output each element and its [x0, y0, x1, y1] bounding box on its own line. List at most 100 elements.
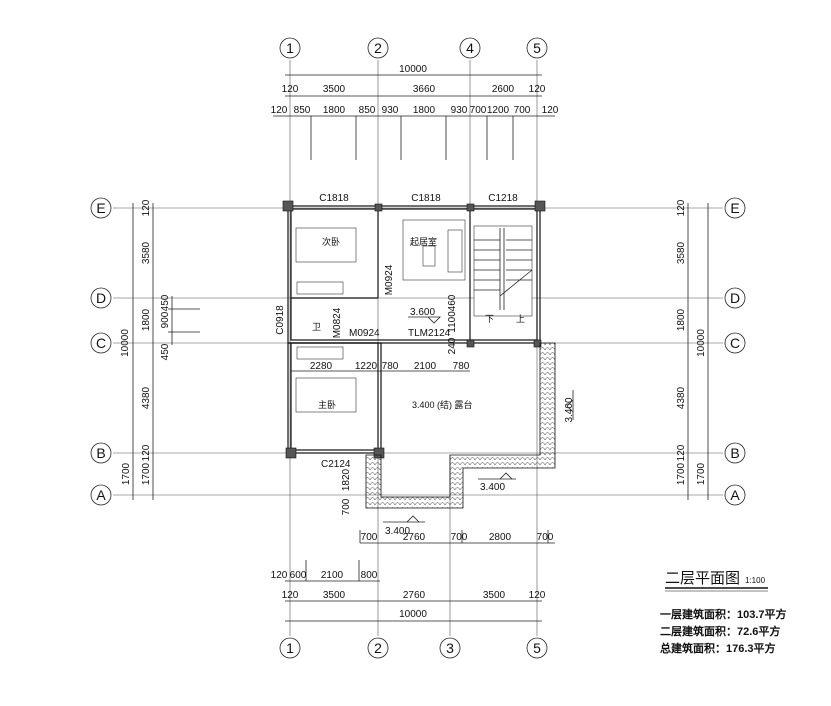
wardrobe-icon [296, 281, 344, 295]
window-label: C1818 [411, 193, 441, 204]
door-label: M0824 [332, 307, 343, 338]
dim-text: 10000 [399, 64, 427, 75]
door-label: TLM2124 [408, 328, 451, 339]
axis-bubbles-left: E D C B A [90, 197, 112, 506]
grid-lines [113, 60, 723, 636]
axis-label: B [96, 445, 105, 461]
dim-text: 700 [451, 532, 468, 543]
dim-text: 780 [382, 361, 399, 372]
dim-text: 450 [160, 294, 171, 311]
terrace-railing [365, 342, 556, 509]
stair-up-label: 上 [516, 314, 525, 324]
dim-text: 800 [361, 570, 378, 581]
axis-label: D [96, 290, 106, 306]
dim-text: 3500 [483, 590, 506, 601]
axis-label: 3 [446, 640, 454, 656]
dim-text: 2760 [403, 590, 426, 601]
axis-label: 1 [286, 40, 294, 56]
axis-bubbles-right: E D C B A [724, 197, 746, 506]
dim-text: 2280 [310, 361, 333, 372]
level-text: 3.400 [564, 397, 575, 422]
axis-label: 5 [533, 40, 541, 56]
dim-text: 1100 [447, 311, 458, 333]
left-dimensions: 10000 1700 120 3580 1800 4380 120 1700 4… [120, 199, 200, 500]
dim-text: 700 [470, 105, 487, 116]
dim-text: 700 [514, 105, 531, 116]
dim-text: 4380 [676, 386, 687, 409]
axis-label: E [730, 200, 739, 216]
dim-text: 3580 [141, 241, 152, 264]
opening-labels: C1818 C1818 C1218 C0918 M0924 M0824 M092… [275, 193, 518, 470]
window-label: C2124 [321, 459, 351, 470]
dim-text: 450 [160, 343, 171, 360]
dim-text: 120 [282, 590, 299, 601]
bottom-dimensions: 700 2760 700 2800 700 120 600 2100 800 1… [271, 530, 555, 622]
dim-text: 1800 [676, 308, 687, 331]
axis-label: D [730, 290, 740, 306]
dim-text: 120 [271, 105, 288, 116]
level-text: 3.400 [385, 526, 410, 537]
area-line: 总建筑面积：176.3平方 [660, 641, 776, 655]
dim-text: 1800 [141, 308, 152, 331]
room-label-bedroom2: 次卧 [322, 236, 340, 247]
axis-label: A [730, 487, 740, 503]
dim-text: 120 [271, 570, 288, 581]
dim-text: 700 [361, 532, 378, 543]
window-label: C0918 [275, 305, 286, 335]
level-text: 3.400 [480, 482, 505, 493]
area-line: 二层建筑面积：72.6平方 [660, 624, 780, 638]
axis-label: C [96, 335, 106, 351]
table-icon [422, 245, 436, 267]
dim-text: 240 [447, 337, 458, 354]
level-text: 3.600 [410, 307, 435, 318]
building-walls [282, 200, 546, 459]
dim-text: 1700 [676, 462, 687, 485]
dim-text: 120 [529, 84, 546, 95]
dim-text: 120 [676, 199, 687, 216]
dim-text: 3500 [323, 590, 346, 601]
dim-text: 120 [141, 444, 152, 461]
dim-text: 10000 [399, 609, 427, 620]
dim-text: 120 [529, 590, 546, 601]
axis-label: B [730, 445, 739, 461]
room-label-living: 起居室 [410, 236, 437, 247]
axis-label: 4 [466, 40, 474, 56]
axis-label: C [730, 335, 740, 351]
dim-text: 3500 [323, 84, 346, 95]
dim-text: 1700 [121, 462, 132, 485]
dim-text: 2100 [321, 570, 344, 581]
room-label-master: 主卧 [318, 399, 336, 410]
dim-text: 700 [537, 532, 554, 543]
interior-dimensions: 2280 1220 780 2100 780 460 1100 240 1820… [291, 294, 470, 515]
dim-text: 600 [290, 570, 307, 581]
dim-text: 1200 [487, 105, 510, 116]
top-dimensions: 10000 120 3500 3660 2600 120 120 850 180… [271, 64, 559, 160]
dim-text: 930 [382, 105, 399, 116]
axis-label: 5 [533, 640, 541, 656]
wardrobe-icon [296, 346, 344, 360]
dim-text: 1220 [355, 361, 378, 372]
dim-text: 3580 [676, 241, 687, 264]
dim-text: 900 [160, 311, 171, 328]
dim-text: 700 [341, 498, 352, 515]
level-marks: 3.600 3.400 3.400 3.400 [383, 307, 575, 537]
area-line: 一层建筑面积：103.7平方 [660, 607, 787, 621]
dim-text: 1800 [413, 105, 436, 116]
dim-text: 120 [141, 199, 152, 216]
dim-text: 120 [282, 84, 299, 95]
dim-text: 2600 [492, 84, 515, 95]
dim-text: 1800 [323, 105, 346, 116]
dim-text: 2800 [489, 532, 512, 543]
dim-text: 2100 [414, 361, 437, 372]
dim-text: 1700 [696, 462, 707, 485]
furniture [295, 219, 533, 413]
axis-label: 2 [374, 40, 382, 56]
axis-label: E [96, 200, 105, 216]
axis-label: A [96, 487, 106, 503]
axis-label: 2 [374, 640, 382, 656]
stair-icon [473, 225, 533, 317]
stair-down-label: 下 [485, 314, 494, 324]
door-label: M0924 [384, 264, 395, 295]
